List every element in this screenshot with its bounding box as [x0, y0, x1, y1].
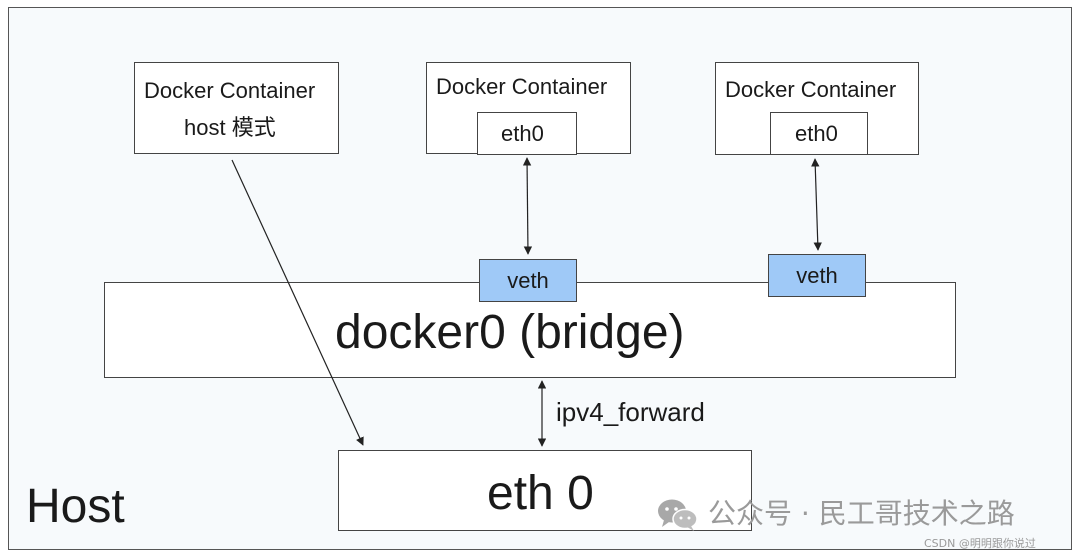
veth-label: veth — [796, 262, 838, 288]
bridge-label: docker0 (bridge) — [335, 306, 685, 359]
arrow-eth0-veth-1 — [522, 157, 533, 255]
ipv4-forward-label: ipv4_forward — [556, 397, 705, 427]
container-title: Docker Container — [725, 77, 897, 102]
container-3: Docker Container — [715, 62, 919, 155]
eth0-label: eth0 — [795, 121, 838, 146]
host-eth0-label: eth 0 — [487, 467, 594, 520]
container-host-mode: Docker Container host 模式 — [134, 62, 339, 154]
container-title: Docker Container — [436, 74, 608, 99]
veth-2: veth — [768, 254, 866, 297]
csdn-credit: CSDN @明明跟你说过 — [924, 537, 1036, 550]
container-3-eth0: eth0 — [770, 112, 868, 155]
container-title: Docker Container — [144, 78, 316, 103]
host-eth0: eth 0 — [338, 450, 752, 531]
host-label: Host — [26, 480, 125, 533]
arrow-eth0-veth-2 — [811, 158, 822, 251]
veth-label: veth — [507, 267, 549, 293]
container-2-eth0: eth0 — [477, 112, 577, 155]
watermark-text: 公众号 · 民工哥技术之路 — [708, 497, 1015, 530]
arrow-host-mode-eth0 — [231, 159, 364, 446]
veth-1: veth — [479, 259, 577, 302]
eth0-label: eth0 — [501, 121, 544, 146]
container-subtitle: host 模式 — [184, 115, 276, 140]
wechat-icon — [658, 499, 698, 531]
